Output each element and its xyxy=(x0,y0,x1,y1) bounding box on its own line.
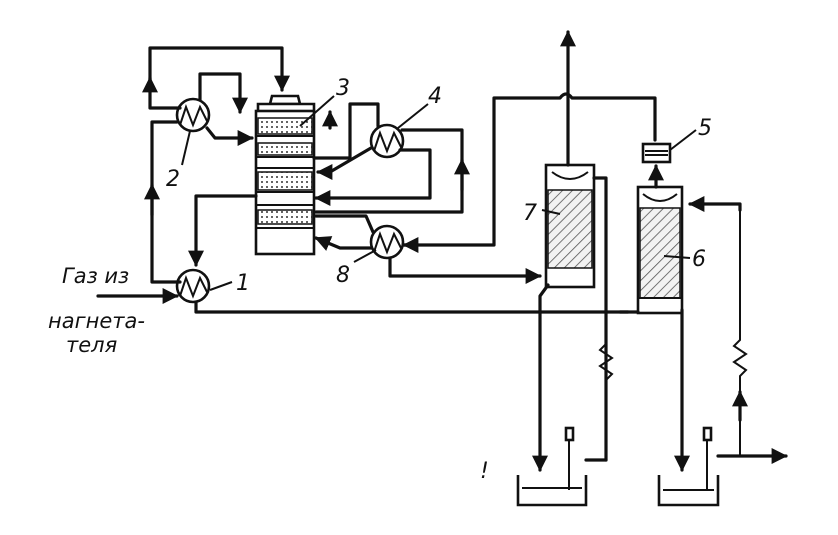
pipe-he1-to-he2 xyxy=(150,120,182,284)
tank-right xyxy=(657,426,720,507)
column-3-packing-1 xyxy=(257,117,313,135)
feed-absorber-6 xyxy=(688,196,742,212)
leader-lines xyxy=(181,95,697,291)
label-6: 6 xyxy=(692,247,706,272)
column-3-packing-3 xyxy=(257,171,313,191)
heat-exchanger-4 xyxy=(369,123,405,159)
heat-exchanger-8 xyxy=(369,224,405,260)
tank-right-gauge xyxy=(702,426,713,442)
pipelines xyxy=(96,30,788,472)
label-5: 5 xyxy=(698,116,712,141)
separator-5 xyxy=(641,142,672,164)
pipe-he8-to-absorber-7 xyxy=(388,256,542,284)
absorber-6 xyxy=(636,185,684,315)
stray-mark: ! xyxy=(480,459,489,484)
column-3 xyxy=(254,94,316,256)
pipe-he2-to-column-top xyxy=(148,46,290,110)
pipe-column-to-he1 xyxy=(188,194,258,267)
caption-line-2: нагнета- xyxy=(48,309,145,333)
tank-left-gauge xyxy=(564,426,575,442)
label-7: 7 xyxy=(523,201,537,226)
pipe-he2-to-column xyxy=(205,126,254,146)
pipe-he1-outlet xyxy=(194,300,630,314)
absorber-7 xyxy=(544,163,596,289)
pipe-header-to-separator-5 xyxy=(402,92,657,247)
label-2: 2 xyxy=(166,167,180,192)
heat-exchanger-1 xyxy=(175,268,211,304)
label-1: 1 xyxy=(236,271,250,296)
caption-line-1: Газ из xyxy=(62,264,129,288)
pipe-column-to-he4 xyxy=(312,102,380,160)
heat-exchanger-2 xyxy=(175,97,211,133)
label-8: 8 xyxy=(336,263,350,288)
column-3-packing-2 xyxy=(257,142,313,156)
label-3: 3 xyxy=(336,76,350,101)
label-4: 4 xyxy=(428,84,442,109)
tank-left xyxy=(516,426,588,507)
column-3-packing-4 xyxy=(257,209,313,225)
caption-line-3: теля xyxy=(66,333,117,357)
